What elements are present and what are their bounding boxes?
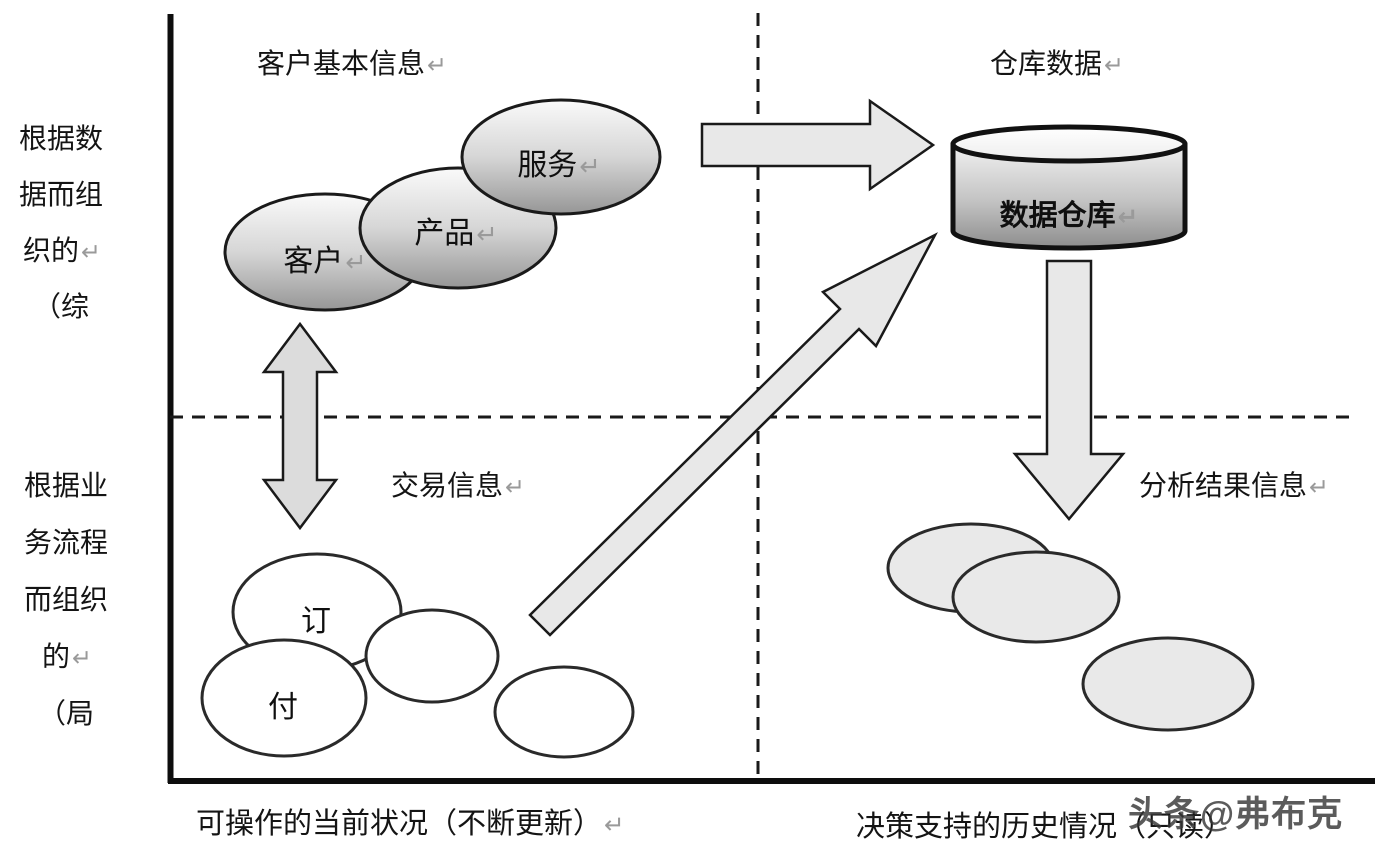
axis-line: 根据业 (23, 470, 108, 501)
x-axis-caption-left: 可操作的当前状况（不断更新）↵ (196, 808, 625, 840)
x-axis-caption-right: 决策支持的历史情况（只读） (856, 811, 1234, 843)
transaction-ellipse-small-2 (493, 665, 635, 759)
payment-ellipse (200, 638, 368, 758)
data-warehouse-label: 数据仓库↵ (999, 200, 1139, 232)
quadrant-label-analysis-result-info: 分析结果信息↵ (1139, 470, 1329, 501)
axis-line: 据而组 (18, 179, 103, 210)
customer-ellipse-label: 客户↵ (283, 245, 367, 278)
axis-line: 务流程 (23, 527, 108, 558)
horizontal-arrow (700, 98, 936, 192)
quadrant-label-customer-basic-info: 客户基本信息↵ (257, 48, 447, 79)
watermark-text: 头条@弗布克 (1128, 795, 1344, 834)
order-ellipse-label: 订 (301, 605, 331, 638)
axis-line: （综 (32, 291, 89, 322)
axis-line: 根据数 (18, 123, 103, 154)
payment-ellipse-label: 付 (268, 691, 298, 724)
axis-line: 织的↵ (23, 235, 101, 266)
y-axis-label-upper: 根据数 据而组 织的↵ （综 (2, 112, 122, 336)
axis-line: 的↵ (42, 641, 92, 672)
transaction-ellipse-small-1 (364, 608, 500, 704)
analysis-ellipse-3 (1081, 636, 1255, 732)
product-ellipse-label: 产品↵ (414, 217, 498, 250)
down-arrow (1012, 259, 1126, 521)
cylinder-body (950, 141, 1188, 251)
double-headed-arrow (261, 321, 339, 531)
data-warehouse-cylinder (950, 124, 1188, 251)
axis-line: （局 (37, 698, 94, 729)
diagonal-arrow (528, 232, 938, 637)
y-axis-label-lower: 根据业 务流程 而组织 的↵ （局 (2, 458, 132, 743)
axis-line: 而组织 (23, 584, 108, 615)
quadrant-label-warehouse-data: 仓库数据↵ (990, 48, 1124, 79)
service-ellipse (460, 98, 662, 216)
quadrant-label-transaction-info: 交易信息↵ (391, 470, 525, 501)
analysis-ellipse-2 (951, 550, 1121, 644)
service-ellipse-label: 服务↵ (517, 149, 601, 182)
cylinder-top (950, 124, 1188, 164)
